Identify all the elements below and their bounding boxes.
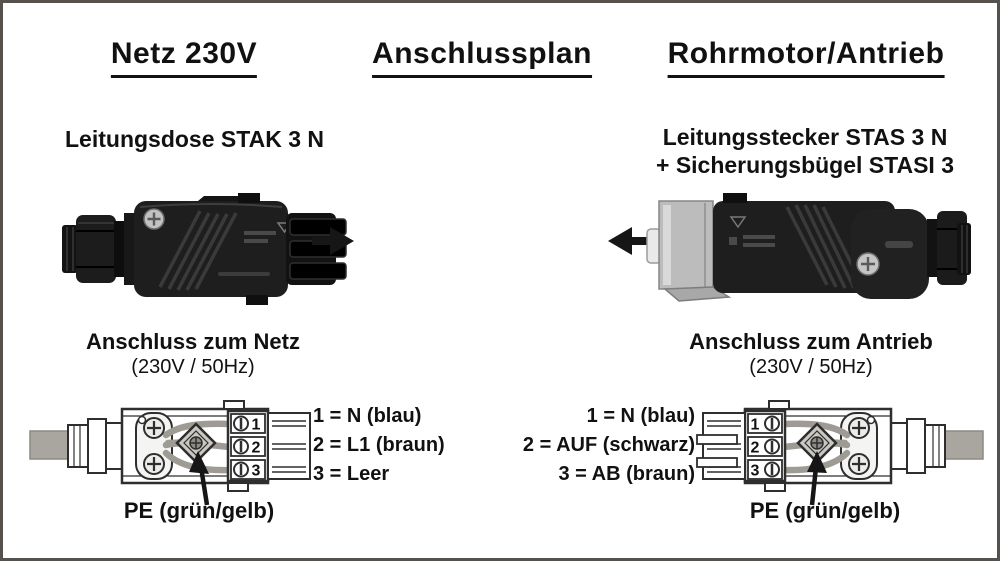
- stas-connector-photo: [646, 193, 971, 302]
- antrieb-pin-legend: 1 = N (blau) 2 = AUF (schwarz) 3 = AB (b…: [443, 402, 695, 489]
- antrieb-terminal-3: 3: [751, 463, 760, 480]
- netz-section-title: Anschluss zum Netz: [86, 329, 300, 354]
- stak-connector-label: Leitungsdose STAK 3 N: [65, 126, 324, 152]
- netz-terminal-3: 3: [252, 463, 261, 480]
- antrieb-pe-label: PE (grün/gelb): [749, 498, 901, 523]
- netz-pin-legend: 1 = N (blau) 2 = L1 (braun) 3 = Leer: [313, 402, 445, 489]
- netz-title: Netz 230V: [110, 37, 258, 78]
- antrieb-pin-1: 1 = N (blau): [586, 405, 695, 427]
- antrieb-wiring-diagram: 1 2 3: [696, 395, 985, 506]
- netz-terminal-1: 1: [252, 417, 261, 434]
- rohrmotor-title: Rohrmotor/Antrieb: [667, 37, 945, 78]
- antrieb-section-subtitle: (230V / 50Hz): [749, 356, 873, 378]
- netz-terminal-2: 2: [252, 440, 261, 457]
- netz-wiring-diagram: 1 2 3: [29, 400, 311, 506]
- netz-pin-3: 3 = Leer: [313, 463, 390, 485]
- antrieb-pin-3: 3 = AB (braun): [558, 463, 696, 485]
- stas-connector-label-line2: + Sicherungsbügel STASI 3: [655, 152, 955, 178]
- netz-pe-label: PE (grün/gelb): [123, 498, 275, 523]
- netz-section-subtitle: (230V / 50Hz): [131, 356, 255, 378]
- stas-connector-label: Leitungsstecker STAS 3 N + Sicherungsbüg…: [656, 123, 954, 179]
- stas-connector-label-line1: Leitungsstecker STAS 3 N: [662, 124, 948, 150]
- arrow-left-icon: [608, 227, 650, 255]
- netz-pin-2: 2 = L1 (braun): [313, 434, 445, 456]
- antrieb-section-title: Anschluss zum Antrieb: [689, 329, 933, 354]
- arrow-right-icon: [312, 227, 354, 255]
- antrieb-terminal-2: 2: [751, 440, 760, 457]
- antrieb-pin-2: 2 = AUF (schwarz): [522, 434, 695, 456]
- pe-arrow-up-icon: [189, 451, 210, 506]
- stak-connector-photo: [62, 193, 347, 305]
- page-title: Anschlussplan: [372, 37, 592, 78]
- netz-pin-1: 1 = N (blau): [313, 405, 422, 427]
- antrieb-terminal-1: 1: [751, 417, 760, 434]
- pe-arrow-up-icon: [807, 451, 827, 506]
